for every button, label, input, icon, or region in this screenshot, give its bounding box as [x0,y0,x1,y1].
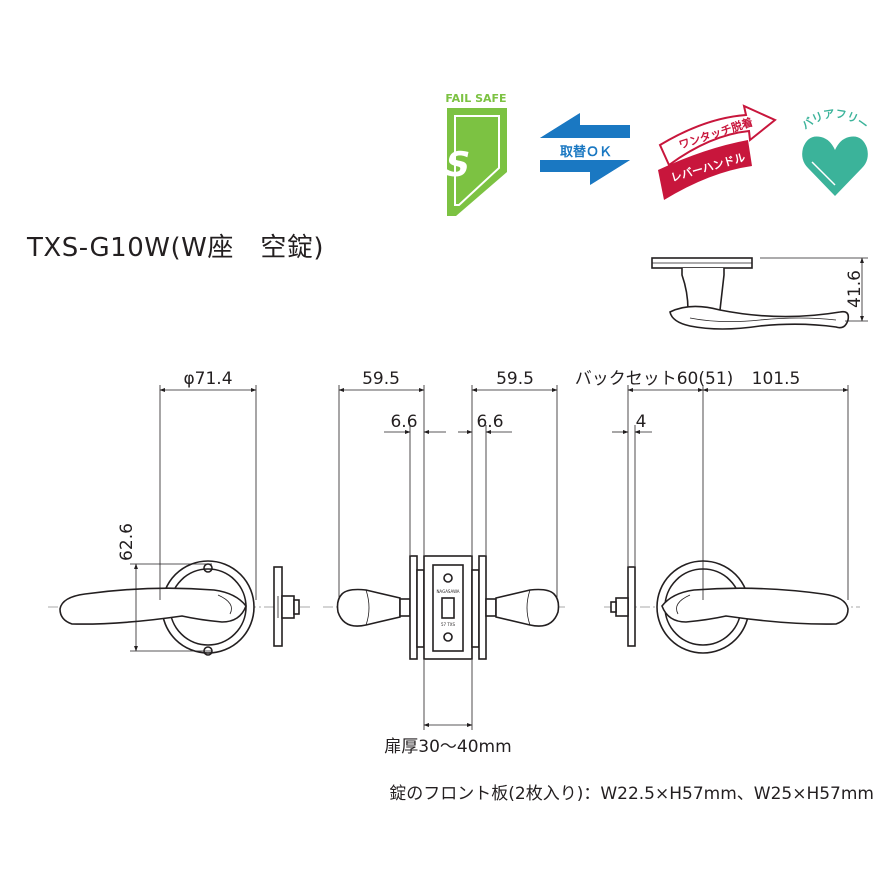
dim-lever-reach: 101.5 [752,369,801,389]
dim-spindle-right: 6.6 [476,412,503,432]
front-view-right: バックセット60(51) 101.5 4 [575,369,860,654]
latch-model: 57 TXS [441,622,456,627]
front-plate-note: 錠のフロント板(2枚入り)：W22.5×H57mm、W25×H57mm [389,784,874,804]
dim-backset: バックセット60(51) [575,369,734,389]
one-touch-lever-icon: ワンタッチ脱着 レバーハンドル [658,104,777,200]
product-title: TXS-G10W(W座 空錠) [26,233,324,263]
top-view-drawing: 41.6 [651,257,868,330]
dim-rosette-dia: φ71.4 [183,369,232,389]
dim-lever-left: 59.5 [362,369,400,389]
svg-text:バリアフリー: バリアフリー [799,107,870,132]
dim-top-height: 41.6 [845,270,865,308]
dim-plate-thickness: 4 [636,412,647,432]
dim-spindle-left: 6.6 [390,412,417,432]
latch-brand: NAGASAWA [436,589,459,594]
dim-lever-right: 59.5 [496,369,534,389]
fail-safe-label: FAIL SAFE [445,92,506,105]
fail-safe-icon: FAIL SAFE FS [418,92,507,216]
fail-safe-mark: FS [418,145,474,185]
heart-icon: バリアフリー [799,107,871,196]
front-view-left: φ71.4 62.6 [48,369,312,656]
section-view: NAGASAWA 57 TXS 59.5 6.6 59.5 6.6 扉厚30 [323,369,565,757]
exchange-label: 取替ＯＫ [560,144,612,160]
dim-door-thickness: 扉厚30～40mm [384,737,511,757]
barrier-free-label: バリアフリー [799,107,870,132]
exchange-arrows-icon: 取替ＯＫ [540,113,630,185]
dim-rosette-height: 62.6 [117,523,137,561]
